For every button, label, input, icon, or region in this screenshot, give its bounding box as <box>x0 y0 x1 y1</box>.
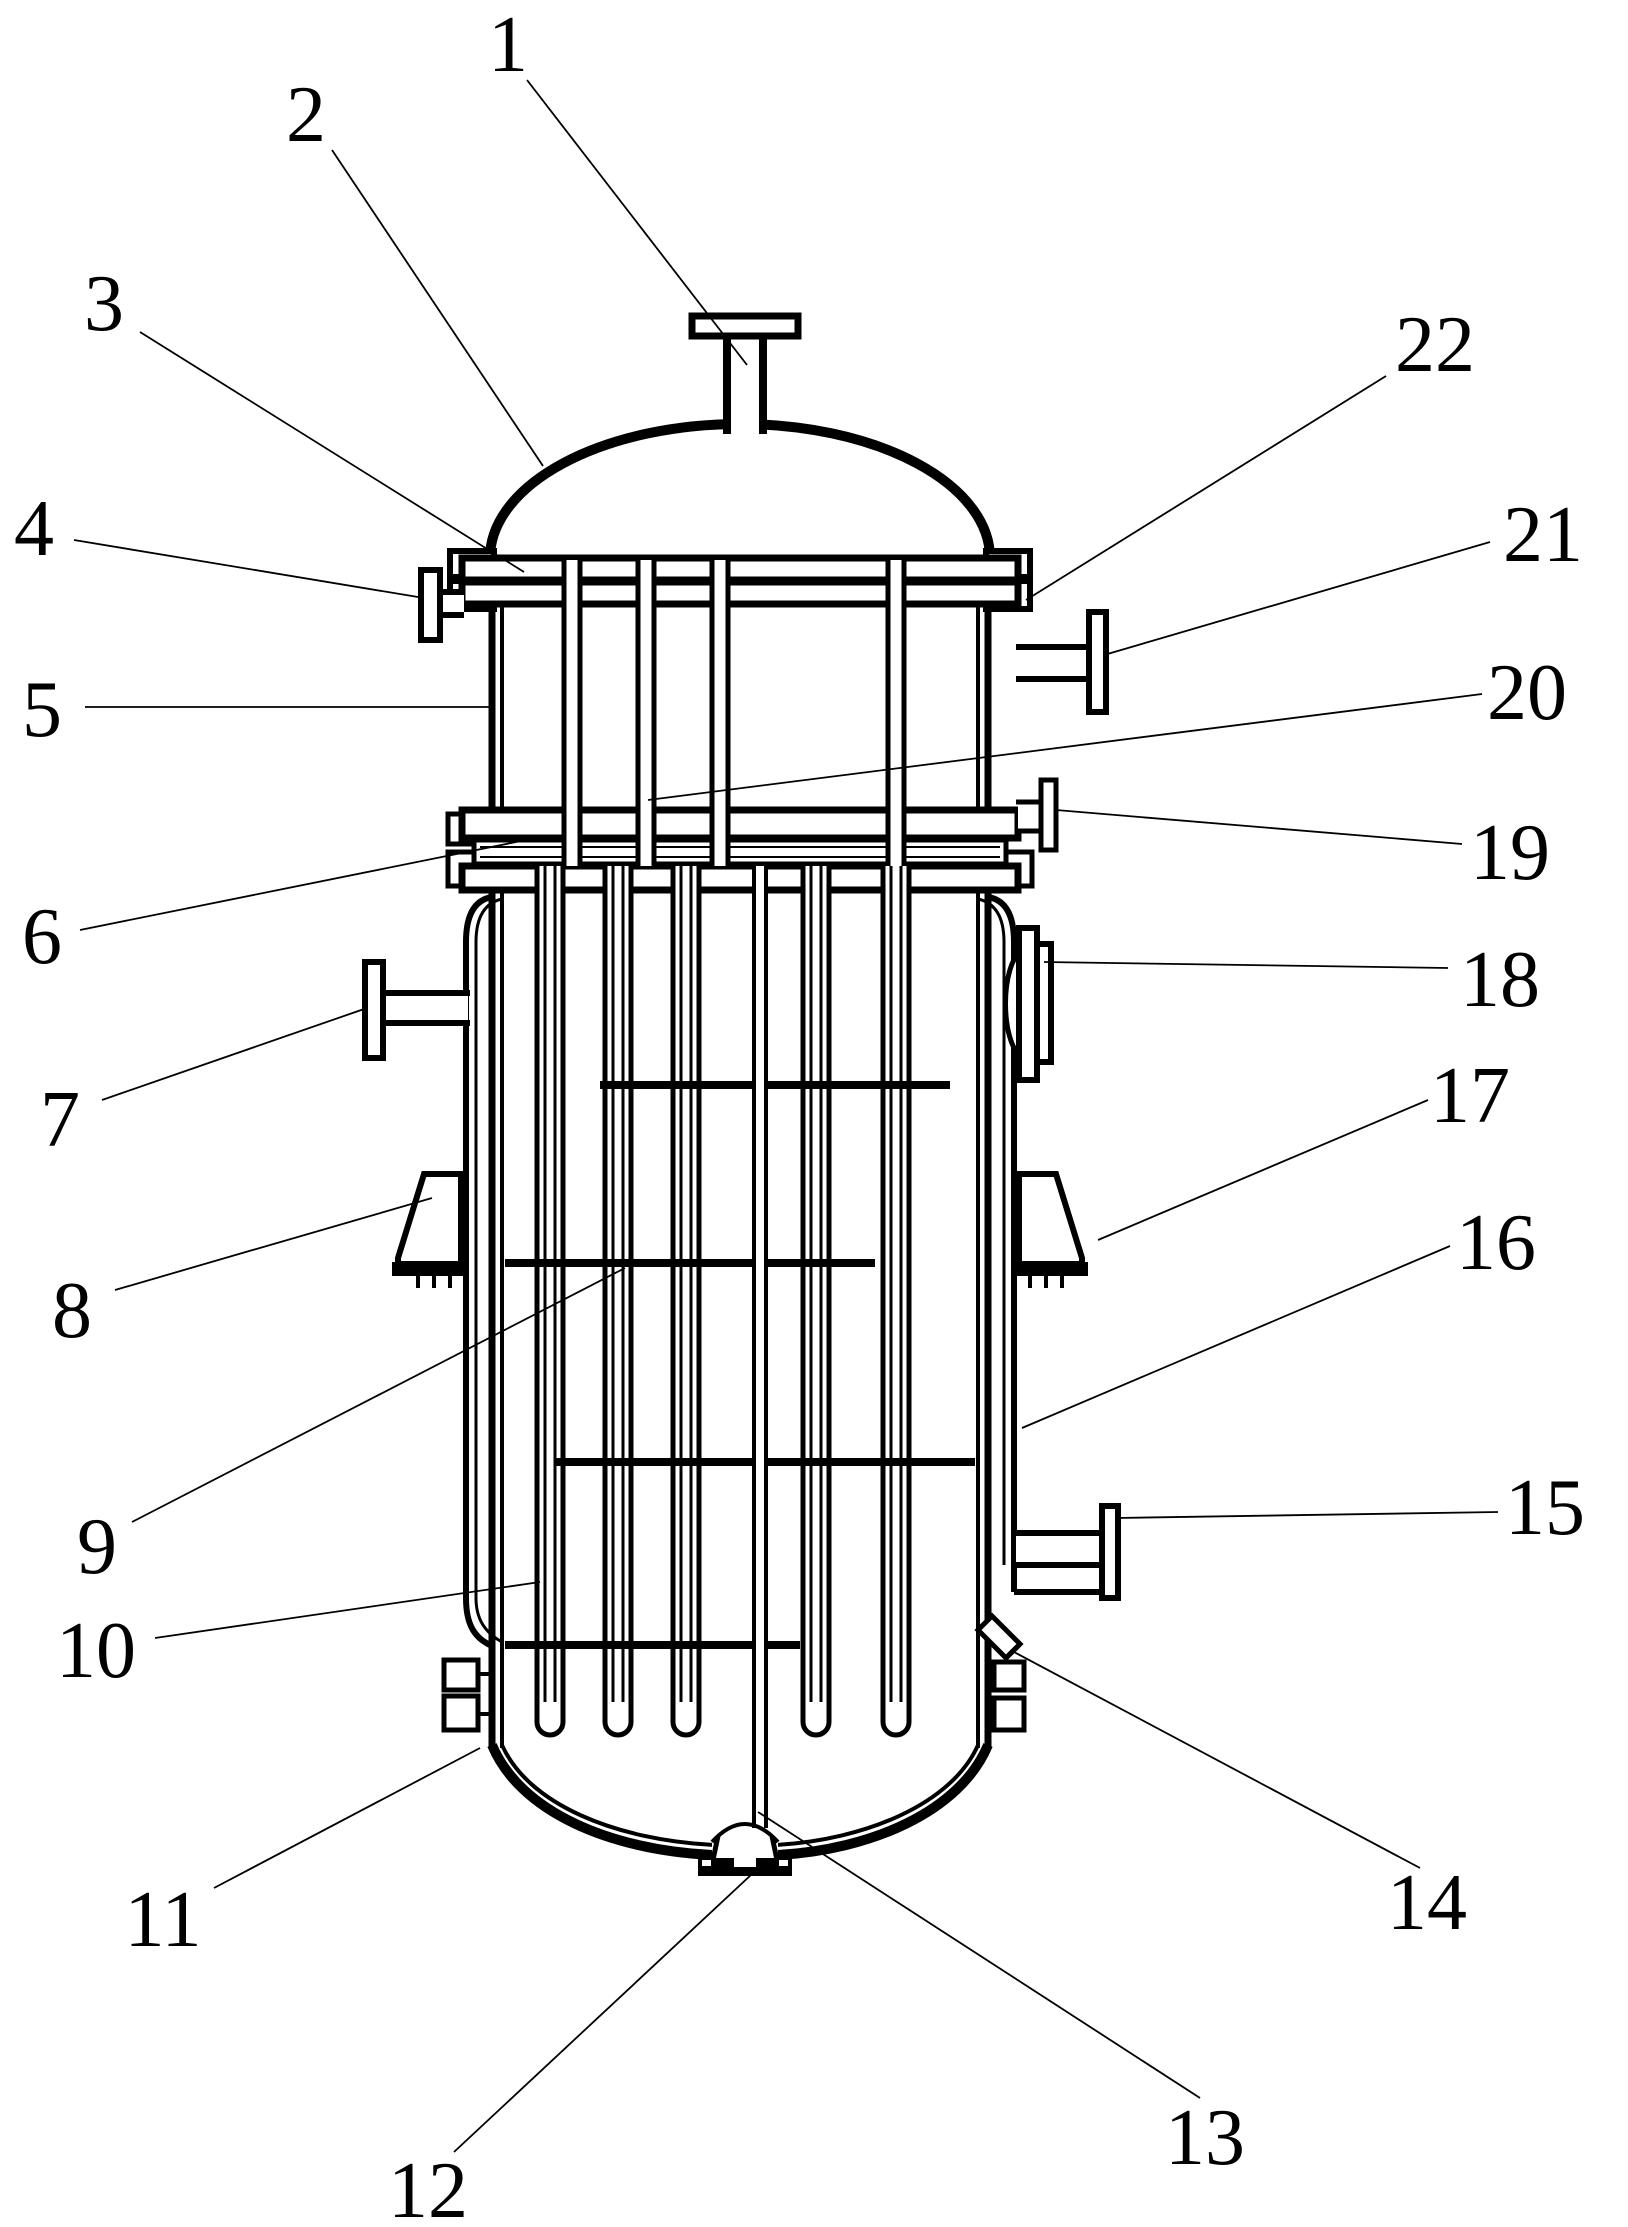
leader-line-4 <box>73 539 425 599</box>
callout-label-21: 21 <box>1503 491 1583 579</box>
leader-line-10 <box>154 1581 541 1639</box>
leader-line-15 <box>1115 1511 1499 1519</box>
side-fitting <box>1003 925 1054 1083</box>
callout-label-17: 17 <box>1430 1052 1510 1140</box>
tube <box>885 560 907 866</box>
top-head <box>485 419 995 559</box>
callout-label-20: 20 <box>1487 649 1567 737</box>
leader-line-17 <box>1097 1099 1429 1241</box>
leader-line-22 <box>1025 375 1387 601</box>
callout-label-6: 6 <box>22 893 62 981</box>
callout-label-19: 19 <box>1470 809 1550 897</box>
tube <box>635 560 657 866</box>
bayonet-tube <box>534 866 566 1738</box>
leader-line-13 <box>757 1811 1201 2099</box>
callout-label-14: 14 <box>1387 1859 1467 1947</box>
leader-line-2 <box>331 149 544 467</box>
tube <box>709 560 731 866</box>
callout-label-11: 11 <box>124 1876 201 1964</box>
support-bracket-left <box>392 1171 466 1288</box>
callout-label-8: 8 <box>52 1267 92 1355</box>
top-flange <box>447 548 1033 612</box>
right-jacket-nozzle <box>1014 1503 1121 1601</box>
leader-line-3 <box>139 331 525 573</box>
bayonet-tubes <box>534 866 912 1738</box>
callout-label-7: 7 <box>40 1076 80 1164</box>
bayonet-tube <box>602 866 634 1738</box>
leader-line-6 <box>79 839 527 931</box>
callout-label-2: 2 <box>286 71 326 159</box>
left-jacket-nozzle <box>362 959 470 1061</box>
shell-lower <box>488 888 992 1748</box>
leader-line-14 <box>1013 1651 1421 1869</box>
callout-label-18: 18 <box>1460 936 1540 1024</box>
leader-line-18 <box>1043 961 1449 969</box>
callout-label-10: 10 <box>56 1607 136 1695</box>
bayonet-tube <box>670 866 702 1738</box>
bayonet-tube <box>880 866 912 1738</box>
center-dip-tube <box>752 866 768 1832</box>
right-stub-nozzle <box>1016 777 1059 853</box>
callout-label-9: 9 <box>77 1503 117 1591</box>
callout-label-15: 15 <box>1505 1464 1585 1552</box>
tube <box>561 560 583 866</box>
jacket-tab-left <box>441 1657 492 1733</box>
leader-line-8 <box>114 1197 433 1291</box>
callout-label-5: 5 <box>22 666 62 754</box>
leader-line-1 <box>526 79 748 366</box>
callout-label-16: 16 <box>1456 1199 1536 1287</box>
top-nozzle <box>688 312 802 434</box>
callout-label-12: 12 <box>388 2147 468 2227</box>
bottom-nozzle <box>698 1822 792 1876</box>
leader-line-20 <box>647 693 1483 801</box>
callout-label-1: 1 <box>488 1 528 89</box>
bayonet-tube <box>800 866 832 1738</box>
bottom-head <box>487 1743 993 1860</box>
callout-label-22: 22 <box>1395 301 1475 389</box>
callout-label-4: 4 <box>14 485 54 573</box>
leader-line-21 <box>1103 541 1491 656</box>
callout-label-13: 13 <box>1165 2094 1245 2182</box>
upper-left-nozzle <box>418 567 464 643</box>
upper-right-nozzle <box>1016 609 1109 715</box>
jacket-tab-right <box>988 1659 1027 1733</box>
leader-line-12 <box>453 1873 753 2153</box>
leader-line-16 <box>1021 1245 1451 1429</box>
leader-line-9 <box>131 1267 626 1523</box>
support-bracket-right <box>1014 1171 1088 1288</box>
drain-fitting <box>974 1612 1024 1662</box>
leader-line-7 <box>101 1007 368 1101</box>
leader-line-11 <box>213 1747 481 1889</box>
callout-label-3: 3 <box>84 260 124 348</box>
shell-upper <box>488 600 992 812</box>
leader-line-19 <box>1055 809 1463 845</box>
